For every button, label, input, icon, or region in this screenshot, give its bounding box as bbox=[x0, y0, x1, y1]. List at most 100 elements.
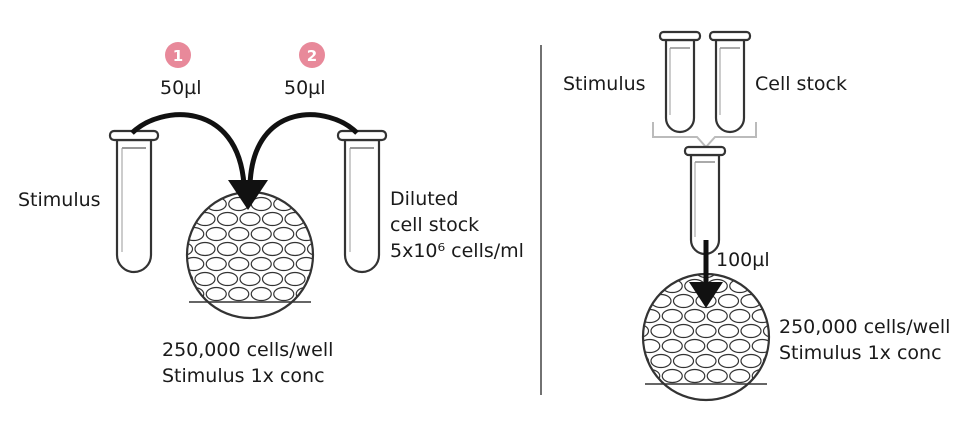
well bbox=[251, 168, 271, 181]
well-label-line1: 250,000 cells/well bbox=[162, 339, 333, 361]
well bbox=[707, 340, 727, 353]
well bbox=[195, 273, 215, 286]
well bbox=[274, 228, 294, 241]
well bbox=[786, 265, 806, 278]
well bbox=[161, 228, 181, 241]
well bbox=[296, 228, 316, 241]
well bbox=[685, 340, 705, 353]
well bbox=[696, 355, 716, 368]
step-2-volume: 50µl bbox=[284, 77, 326, 99]
well bbox=[617, 310, 637, 323]
well bbox=[274, 168, 294, 181]
well bbox=[662, 370, 682, 383]
well bbox=[195, 243, 215, 256]
well bbox=[229, 228, 249, 241]
cell-stock-tube-small bbox=[710, 32, 750, 132]
well bbox=[251, 228, 271, 241]
diluted-label-line1: Diluted bbox=[390, 188, 458, 210]
well bbox=[206, 198, 226, 211]
well bbox=[730, 340, 750, 353]
well bbox=[674, 355, 694, 368]
well bbox=[240, 213, 260, 226]
well bbox=[319, 168, 339, 181]
well bbox=[150, 243, 170, 256]
well bbox=[786, 295, 806, 308]
well bbox=[775, 250, 795, 263]
well bbox=[606, 295, 626, 308]
well bbox=[218, 273, 238, 286]
well-label-right-line1: 250,000 cells/well bbox=[779, 316, 950, 338]
well bbox=[184, 168, 204, 181]
well bbox=[741, 325, 761, 338]
well bbox=[629, 295, 649, 308]
well bbox=[719, 295, 739, 308]
well bbox=[651, 325, 671, 338]
well bbox=[229, 258, 249, 271]
well bbox=[161, 258, 181, 271]
well bbox=[161, 198, 181, 211]
step-1-volume: 50µl bbox=[160, 77, 202, 99]
cell-stock-label: Cell stock bbox=[755, 73, 847, 95]
well bbox=[319, 198, 339, 211]
well bbox=[797, 280, 817, 293]
step-1-number: 1 bbox=[173, 47, 183, 65]
well bbox=[674, 295, 694, 308]
well-label-right-line2: Stimulus 1x conc bbox=[779, 342, 942, 364]
diluted-label-line3: 5x10⁶ cells/ml bbox=[390, 240, 524, 262]
well bbox=[206, 258, 226, 271]
stimulus-label: Stimulus bbox=[18, 189, 101, 211]
well bbox=[629, 325, 649, 338]
well bbox=[285, 183, 305, 196]
well bbox=[308, 243, 328, 256]
well bbox=[274, 258, 294, 271]
well bbox=[319, 288, 339, 301]
well bbox=[651, 265, 671, 278]
well bbox=[285, 273, 305, 286]
well bbox=[296, 168, 316, 181]
well bbox=[662, 250, 682, 263]
well bbox=[764, 295, 784, 308]
well bbox=[150, 183, 170, 196]
step-2-badge: 2 bbox=[299, 42, 325, 68]
well bbox=[629, 265, 649, 278]
well bbox=[341, 288, 361, 301]
well bbox=[173, 243, 193, 256]
well bbox=[173, 213, 193, 226]
well bbox=[606, 355, 626, 368]
well bbox=[696, 325, 716, 338]
well bbox=[797, 250, 817, 263]
well bbox=[161, 288, 181, 301]
mixed-tube bbox=[685, 147, 725, 254]
diluted-label-line2: cell stock bbox=[390, 214, 479, 236]
well bbox=[319, 228, 339, 241]
well bbox=[150, 273, 170, 286]
stimulus-label-right: Stimulus bbox=[563, 73, 646, 95]
well bbox=[741, 355, 761, 368]
well bbox=[308, 183, 328, 196]
well bbox=[195, 183, 215, 196]
well bbox=[752, 310, 772, 323]
well bbox=[206, 228, 226, 241]
cell-stock-tube bbox=[338, 131, 386, 272]
well bbox=[173, 183, 193, 196]
step-1-badge: 1 bbox=[165, 42, 191, 68]
well bbox=[674, 325, 694, 338]
well bbox=[330, 273, 350, 286]
well bbox=[617, 370, 637, 383]
well bbox=[606, 325, 626, 338]
transfer-arrows bbox=[132, 115, 357, 210]
volume-label-right: 100µl bbox=[716, 249, 770, 271]
well bbox=[662, 310, 682, 323]
well bbox=[752, 280, 772, 293]
well bbox=[218, 213, 238, 226]
well bbox=[251, 258, 271, 271]
well bbox=[685, 310, 705, 323]
well bbox=[263, 273, 283, 286]
well bbox=[719, 355, 739, 368]
well bbox=[651, 355, 671, 368]
well bbox=[640, 280, 660, 293]
well bbox=[775, 280, 795, 293]
well bbox=[730, 310, 750, 323]
well bbox=[206, 168, 226, 181]
